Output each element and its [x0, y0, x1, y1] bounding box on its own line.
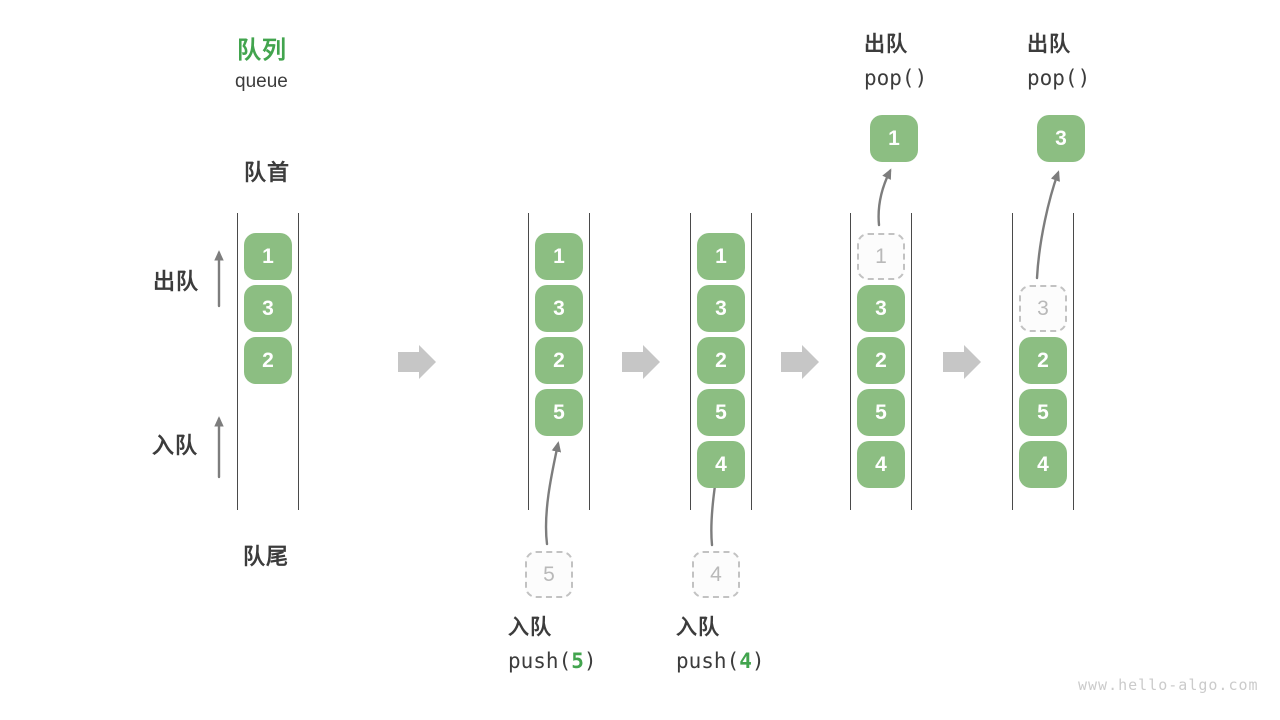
queue-front-label: 队首: [244, 160, 291, 185]
operation-title: 入队: [676, 616, 720, 639]
removed-item-ghost-box: 3: [1019, 285, 1067, 332]
queue-item-box: 5: [535, 389, 583, 436]
queue-item-box: 3: [697, 285, 745, 332]
queue-item-box: 4: [857, 441, 905, 488]
queue-rails: [850, 213, 912, 510]
queue-item-box: 1: [697, 233, 745, 280]
operation-code: pop(): [864, 66, 928, 90]
queue-item-box: 3: [535, 285, 583, 332]
dequeue-side-label: 出队: [153, 269, 200, 294]
pop1-operation-label: 出队 pop(): [864, 32, 927, 91]
queue-item-box: 1: [244, 233, 292, 280]
queue-item-box: 5: [1019, 389, 1067, 436]
queue-item-box: 4: [697, 441, 745, 488]
enqueue-side-label: 入队: [152, 433, 199, 458]
queue-rails: [690, 213, 752, 510]
operation-code: push(5): [508, 649, 597, 673]
operation-code: push(4): [676, 649, 765, 673]
queue-item-box: 5: [857, 389, 905, 436]
operation-title: 出队: [864, 33, 908, 56]
popped-item-box: 3: [1037, 115, 1085, 162]
state-transition-arrow-icon: [398, 345, 436, 379]
operation-title: 入队: [508, 616, 552, 639]
push5-operation-label: 入队 push(5): [508, 615, 597, 674]
queue-item-box: 1: [535, 233, 583, 280]
queue-item-box: 3: [244, 285, 292, 332]
operation-title: 出队: [1027, 33, 1071, 56]
queue-item-box: 3: [857, 285, 905, 332]
queue-item-box: 2: [857, 337, 905, 384]
page-title: 队列: [237, 37, 287, 64]
pop2-operation-label: 出队 pop(): [1027, 32, 1090, 91]
state-transition-arrow-icon: [781, 345, 819, 379]
push-arg: 5: [571, 649, 584, 673]
queue-item-box: 2: [1019, 337, 1067, 384]
watermark: www.hello-algo.com: [1078, 676, 1259, 694]
queue-rails: [528, 213, 590, 510]
queue-item-box: 2: [535, 337, 583, 384]
page-subtitle: queue: [235, 71, 288, 92]
queue-item-box: 5: [697, 389, 745, 436]
queue-item-box: 4: [1019, 441, 1067, 488]
queue-rails: [1012, 213, 1074, 510]
queue-rails: [237, 213, 299, 510]
state-transition-arrow-icon: [943, 345, 981, 379]
push4-operation-label: 入队 push(4): [676, 615, 765, 674]
state-transition-arrow-icon: [622, 345, 660, 379]
incoming-item-ghost-box: 4: [692, 551, 740, 598]
queue-item-box: 2: [244, 337, 292, 384]
incoming-item-ghost-box: 5: [525, 551, 573, 598]
push-arg: 4: [739, 649, 752, 673]
popped-item-box: 1: [870, 115, 918, 162]
queue-rear-label: 队尾: [243, 544, 290, 569]
operation-code: pop(): [1027, 66, 1091, 90]
queue-item-box: 2: [697, 337, 745, 384]
removed-item-ghost-box: 1: [857, 233, 905, 280]
